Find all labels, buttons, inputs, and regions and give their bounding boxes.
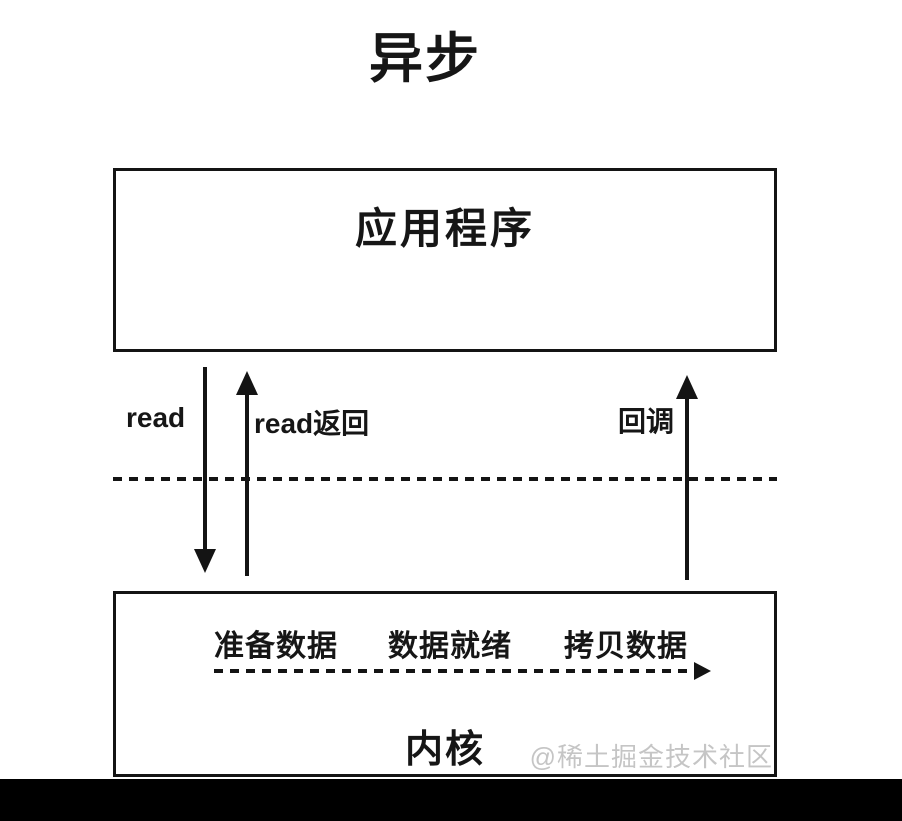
- read-call-arrow: [194, 367, 216, 573]
- kernel-box: 准备数据 数据就绪 拷贝数据 内核 @稀土掘金技术社区: [113, 591, 777, 777]
- arrow-line: [203, 367, 207, 552]
- read-return-label: read返回: [254, 408, 370, 439]
- watermark: @稀土掘金技术社区: [529, 742, 773, 772]
- kernel-box-label: 内核: [404, 729, 485, 771]
- read-return-arrow: [236, 371, 258, 576]
- dashed-line: [214, 669, 694, 673]
- kernel-progress-dashed-arrow: [214, 662, 712, 680]
- callback-arrow: [676, 375, 698, 580]
- arrowhead-down-icon: [194, 549, 216, 573]
- application-box: 应用程序: [113, 168, 777, 352]
- callback-label: 回调: [618, 406, 675, 437]
- kernel-step-prepare-data: 准备数据: [214, 630, 338, 663]
- application-box-label: 应用程序: [354, 205, 535, 252]
- user-kernel-boundary-dashed-line: [113, 477, 777, 481]
- arrow-line: [245, 392, 249, 576]
- read-label: read: [126, 402, 186, 433]
- arrowhead-right-icon: [694, 662, 711, 680]
- bottom-black-bar: [0, 779, 902, 821]
- arrowhead-up-icon: [676, 375, 698, 399]
- kernel-step-copy-data: 拷贝数据: [564, 630, 688, 663]
- diagram-title: 异步: [369, 29, 481, 89]
- kernel-step-data-ready: 数据就绪: [388, 630, 512, 663]
- arrow-line: [685, 396, 689, 580]
- arrowhead-up-icon: [236, 371, 258, 395]
